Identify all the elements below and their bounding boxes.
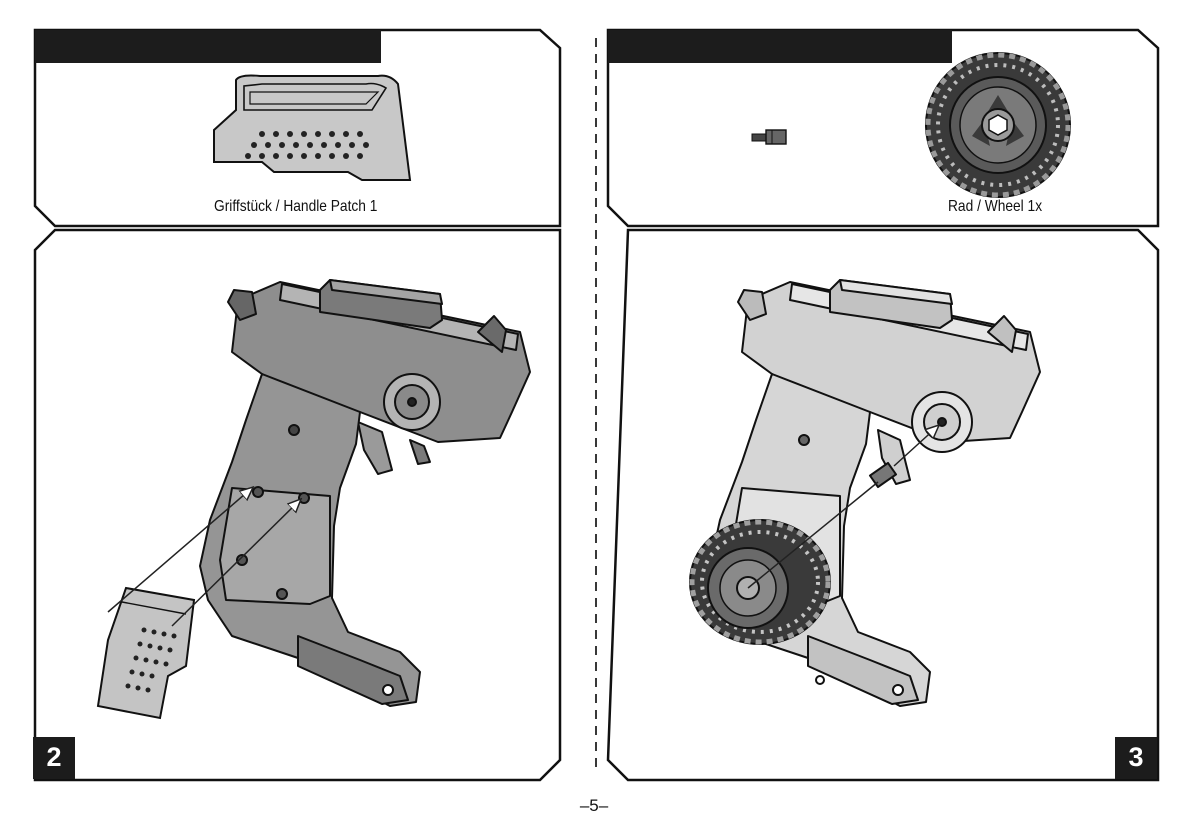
header-bar-right	[608, 30, 952, 63]
wheel-label: Rad / Wheel 1x	[948, 198, 1042, 216]
step-number-3: 3	[1115, 737, 1157, 777]
handle-patch-label: Griffstück / Handle Patch 1	[214, 198, 377, 216]
page-number: –5–	[570, 796, 618, 816]
wheel-part-icon	[926, 53, 1070, 197]
parts-panel-right	[608, 30, 1158, 226]
header-bar-left	[35, 30, 381, 63]
step-number-2: 2	[33, 737, 75, 777]
